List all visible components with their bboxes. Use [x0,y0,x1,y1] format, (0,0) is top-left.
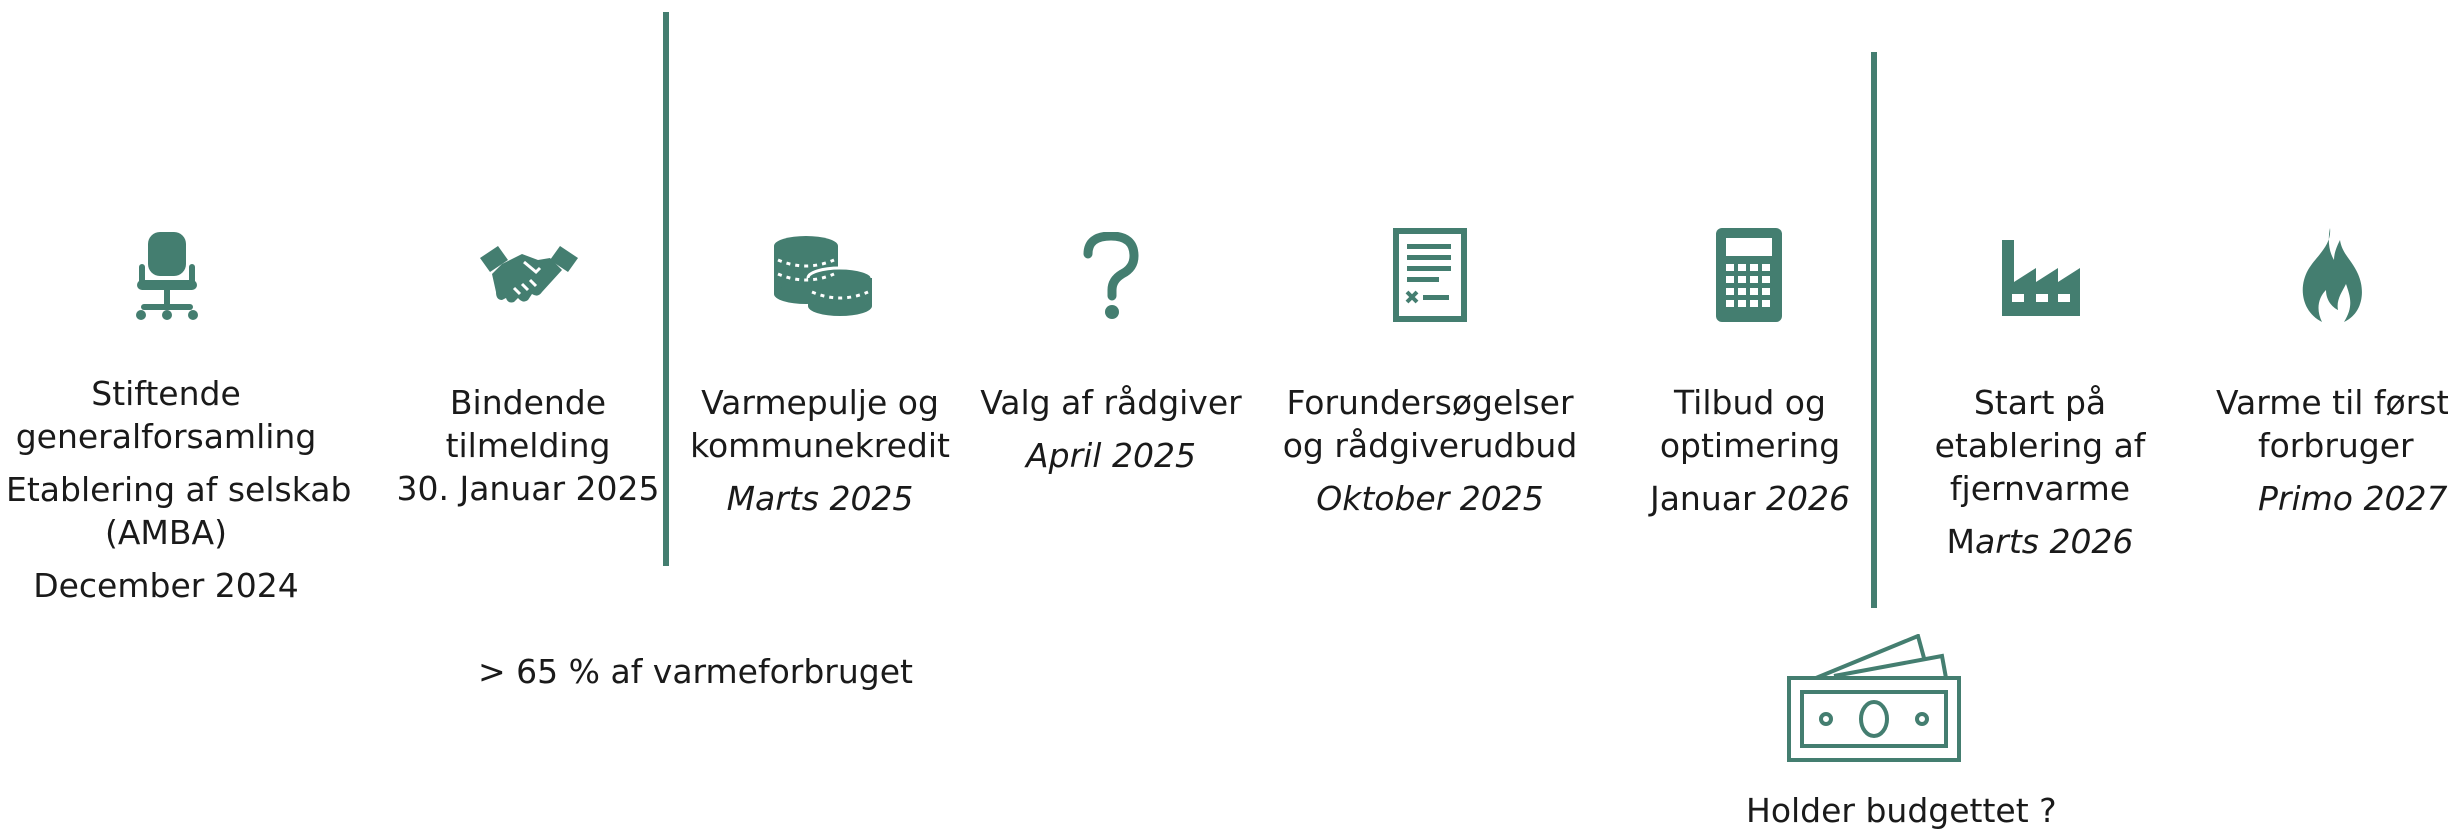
divider-line-2 [1871,52,1877,608]
document-icon [1393,228,1467,322]
step-1-date: December 2024 [33,566,299,605]
divider-line-1 [663,12,669,566]
handshake-icon [478,244,580,308]
step-4-date: April 2025 [1026,436,1196,475]
step-4-label: Valg af rådgiver April 2025 [980,383,1242,475]
step-1-label: Stiftende generalforsamling Etablering a… [6,374,352,605]
threshold-note: > 65 % af varmeforbruget [478,652,913,691]
factory-icon [2000,238,2082,316]
banknote-icon [1786,634,1964,764]
step-2-label: Bindende tilmelding 30. Januar 2025 [390,381,666,510]
step-3-date: Marts 2025 [726,479,914,518]
step-5-label: Forundersøgelser og rådgiverudbud Oktobe… [1280,381,1580,520]
budget-question: Holder budgettet ? [1746,791,2057,830]
step-3-label: Varmepulje og kommunekredit Marts 2025 [690,383,950,518]
flame-icon [2294,226,2366,326]
coins-icon [772,234,874,318]
step-8-label: Varme til første forbruger Primo 2027 [2212,381,2448,520]
step-6-date: Januar 2026 [1649,479,1851,518]
step-7-date: Marts 2026 [1946,522,2134,561]
step-6-label: Tilbud og optimering Januar 2026 [1630,381,1870,520]
step-2-date: 30. Januar 2025 [396,469,660,508]
step-7-label: Start på etablering af fjernvarme Marts … [1910,381,2170,563]
office-chair-icon [131,230,203,322]
step-8-date: Primo 2027 [2258,479,2448,518]
question-mark-icon [1082,232,1140,320]
calculator-icon [1716,228,1782,322]
step-5-date: Oktober 2025 [1316,479,1544,518]
